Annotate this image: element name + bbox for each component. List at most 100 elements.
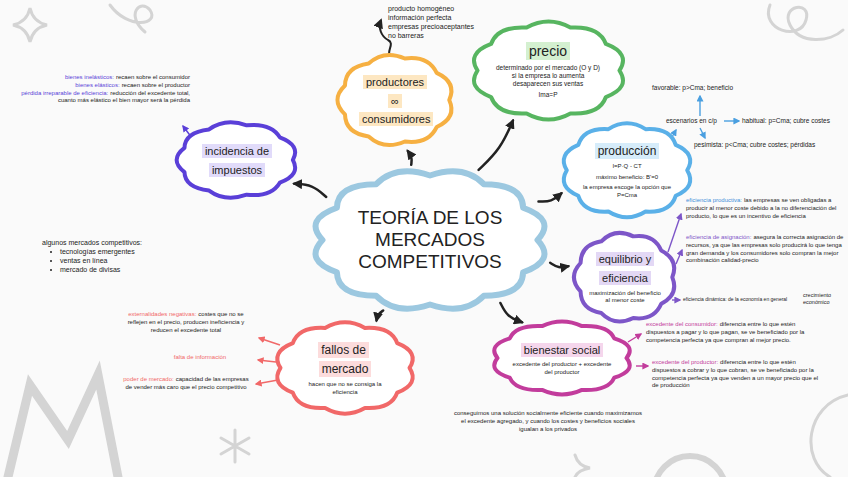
node-content: bienestar social excedente del productor … — [513, 340, 612, 377]
annotation: bienes inelásticos:recaen sobre el consu… — [16, 74, 190, 105]
annotation-line: eficiencia de asignación:asegura la corr… — [686, 234, 844, 265]
annotation: poder de mercado:capacidad de las empres… — [122, 376, 250, 392]
annotation-line: externalidades negativas:costes que no s… — [120, 311, 252, 334]
annotation-text: eficiencia de asignación: — [686, 234, 751, 240]
heading-wrap: producción — [581, 141, 673, 160]
node-heading: incidencia de impuestos — [202, 144, 272, 177]
annotation-line: bienes inelásticos:recaen sobre el consu… — [16, 74, 190, 82]
heading-wrap: precio — [494, 41, 603, 61]
annotation-line: poder de mercado:capacidad de las empres… — [122, 376, 250, 392]
annotation-text: tecnologías emergentes — [60, 248, 135, 255]
annotation-line: escenarios en c/p — [666, 117, 736, 125]
annotation: excedente del consumidor:diferencia entr… — [646, 321, 814, 344]
annotation-line: información perfecta — [388, 13, 508, 22]
annotation: favorable: p>Cma; beneficio — [652, 84, 762, 92]
topic-cloud: precio determinado por el mercado (O y D)… — [466, 18, 631, 123]
cloud-outline — [557, 120, 697, 221]
annotation-line: eficiencia dinámica: de la economía en g… — [683, 296, 797, 303]
annotation-text: crecimiento económico — [803, 292, 831, 305]
annotation-text: bienes inelásticos: — [65, 74, 114, 80]
annotation-text: producto homogéneo — [388, 5, 454, 12]
annotation-line: habitual: p=Cma; cubre costes — [742, 117, 846, 125]
node-content: equilibrio y eficiencia maximización del … — [589, 249, 662, 305]
annotation-line: tecnologías emergentes — [50, 247, 182, 256]
annotation-text: eficiencia productiva: — [686, 197, 742, 203]
topic-cloud: equilibrio y eficiencia maximización del … — [570, 229, 680, 325]
cloud-path — [177, 122, 296, 197]
annotation: escenarios en c/p — [666, 117, 736, 125]
annotation: eficiencia dinámica: de la economía en g… — [683, 296, 797, 303]
node-body: la empresa escoge la opción que P=Cma — [581, 184, 673, 199]
topic-cloud: bienestar social excedente del productor … — [487, 319, 637, 397]
node-content: producciónI=P·Q - CT máximo beneficio: B'… — [581, 141, 673, 199]
node-body: I=P·Q - CT — [581, 163, 673, 171]
annotation-text: pérdida irreparable de eficiencia: — [21, 90, 108, 96]
annotation-text: recaen sobre el productor — [122, 82, 190, 88]
node-body: determinado por el mercado (O y D) si la… — [494, 64, 603, 88]
annotation-text: pesimista: p<Cma; cubre costes; pérdidas — [694, 141, 815, 148]
central-cloud: TEORÍA DE LOS MERCADOS COMPETITIVOS — [305, 165, 555, 315]
cloud-path — [337, 55, 451, 145]
annotation: crecimiento económico — [803, 292, 845, 306]
annotation-text: recaen sobre el consumidor — [116, 74, 190, 80]
topic-cloud: fallos de mercado hacen que no se consiga… — [270, 319, 420, 417]
node-body: máximo beneficio: B'=0 — [581, 174, 673, 182]
annotation-text: información perfecta — [388, 14, 451, 21]
cloud-path — [574, 233, 674, 322]
connector-arrow — [294, 184, 326, 197]
annotation-text: habitual: p=Cma; cubre costes — [742, 117, 830, 124]
annotation-text: externalidades negativas: — [128, 311, 196, 317]
annotation-line: bienes elásticos:recaen sobre el product… — [16, 82, 190, 90]
annotation-line: pérdida irreparable de eficiencia:reducc… — [16, 90, 190, 106]
connector-arrow — [538, 193, 561, 201]
annotation: eficiencia de asignación:asegura la corr… — [686, 234, 844, 265]
annotation-text: excedente del consumidor: — [646, 321, 718, 327]
node-heading: fallos de mercado — [318, 342, 371, 377]
annotation-line: empresas precioaceptantes — [388, 22, 508, 31]
cloud-path — [277, 322, 412, 413]
node-content: incidencia de impuestos — [194, 141, 280, 179]
annotation-text: poder de mercado: — [123, 376, 173, 382]
heading-wrap: bienestar social — [513, 340, 612, 359]
annotation-text: favorable: p>Cma; beneficio — [652, 84, 733, 91]
annotation-line: falta de información — [150, 354, 250, 362]
annotation-text: excedente del productor: — [652, 359, 718, 365]
annotation: pesimista: p<Cma; cubre costes; pérdidas — [694, 141, 844, 149]
annotation-text: escenarios en c/p — [666, 117, 717, 124]
cloud-path — [473, 21, 622, 119]
annotation-text: algunos mercados competitivos: — [42, 239, 142, 246]
connector-arrow — [479, 120, 513, 169]
cloud-path — [564, 123, 690, 217]
annotation-line: conseguimos una solución socialmente efi… — [453, 410, 643, 433]
node-content: fallos de mercado hacen que no se consiga… — [296, 340, 395, 397]
annotation-text: conseguimos una solución socialmente efi… — [454, 410, 642, 432]
connector-arrow — [408, 151, 412, 165]
node-content: precio determinado por el mercado (O y D)… — [494, 41, 603, 100]
node-body: maximización del beneficio al menor cost… — [589, 290, 662, 305]
annotation-text: falta de información — [174, 354, 226, 360]
node-body: Ima=P — [494, 91, 603, 99]
heading-wrap: equilibrio y eficiencia — [589, 249, 662, 287]
heading-wrap: TEORÍA DE LOS MERCADOS COMPETITIVOS — [345, 207, 515, 273]
annotation: habitual: p=Cma; cubre costes — [742, 117, 846, 125]
annotation: externalidades negativas:costes que no s… — [120, 311, 252, 334]
node-heading: productores ∞ consumidores — [359, 75, 433, 127]
node-content: TEORÍA DE LOS MERCADOS COMPETITIVOS — [345, 207, 515, 273]
node-body: hacen que no se consiga la eficiencia — [296, 381, 395, 396]
annotation: producto homogéneo información perfectaem… — [388, 4, 508, 40]
topic-cloud: producciónI=P·Q - CT máximo beneficio: B'… — [557, 120, 697, 221]
node-heading: precio — [526, 42, 570, 60]
node-heading: TEORÍA DE LOS MERCADOS COMPETITIVOS — [358, 207, 503, 272]
cloud-path — [494, 322, 629, 395]
topic-cloud: productores ∞ consumidores — [333, 51, 458, 149]
annotation-line: no barreras — [388, 31, 508, 40]
node-body: excedente del productor + excedente del … — [513, 361, 612, 376]
annotation-text: ventas en línea — [60, 257, 107, 264]
cloud-path — [316, 171, 545, 308]
heading-wrap: incidencia de impuestos — [194, 141, 280, 179]
annotation-line: ventas en línea — [50, 256, 182, 265]
connector-arrow — [376, 311, 383, 321]
topic-cloud: incidencia de impuestos — [172, 119, 302, 201]
annotation-line: pesimista: p<Cma; cubre costes; pérdidas — [694, 141, 844, 149]
